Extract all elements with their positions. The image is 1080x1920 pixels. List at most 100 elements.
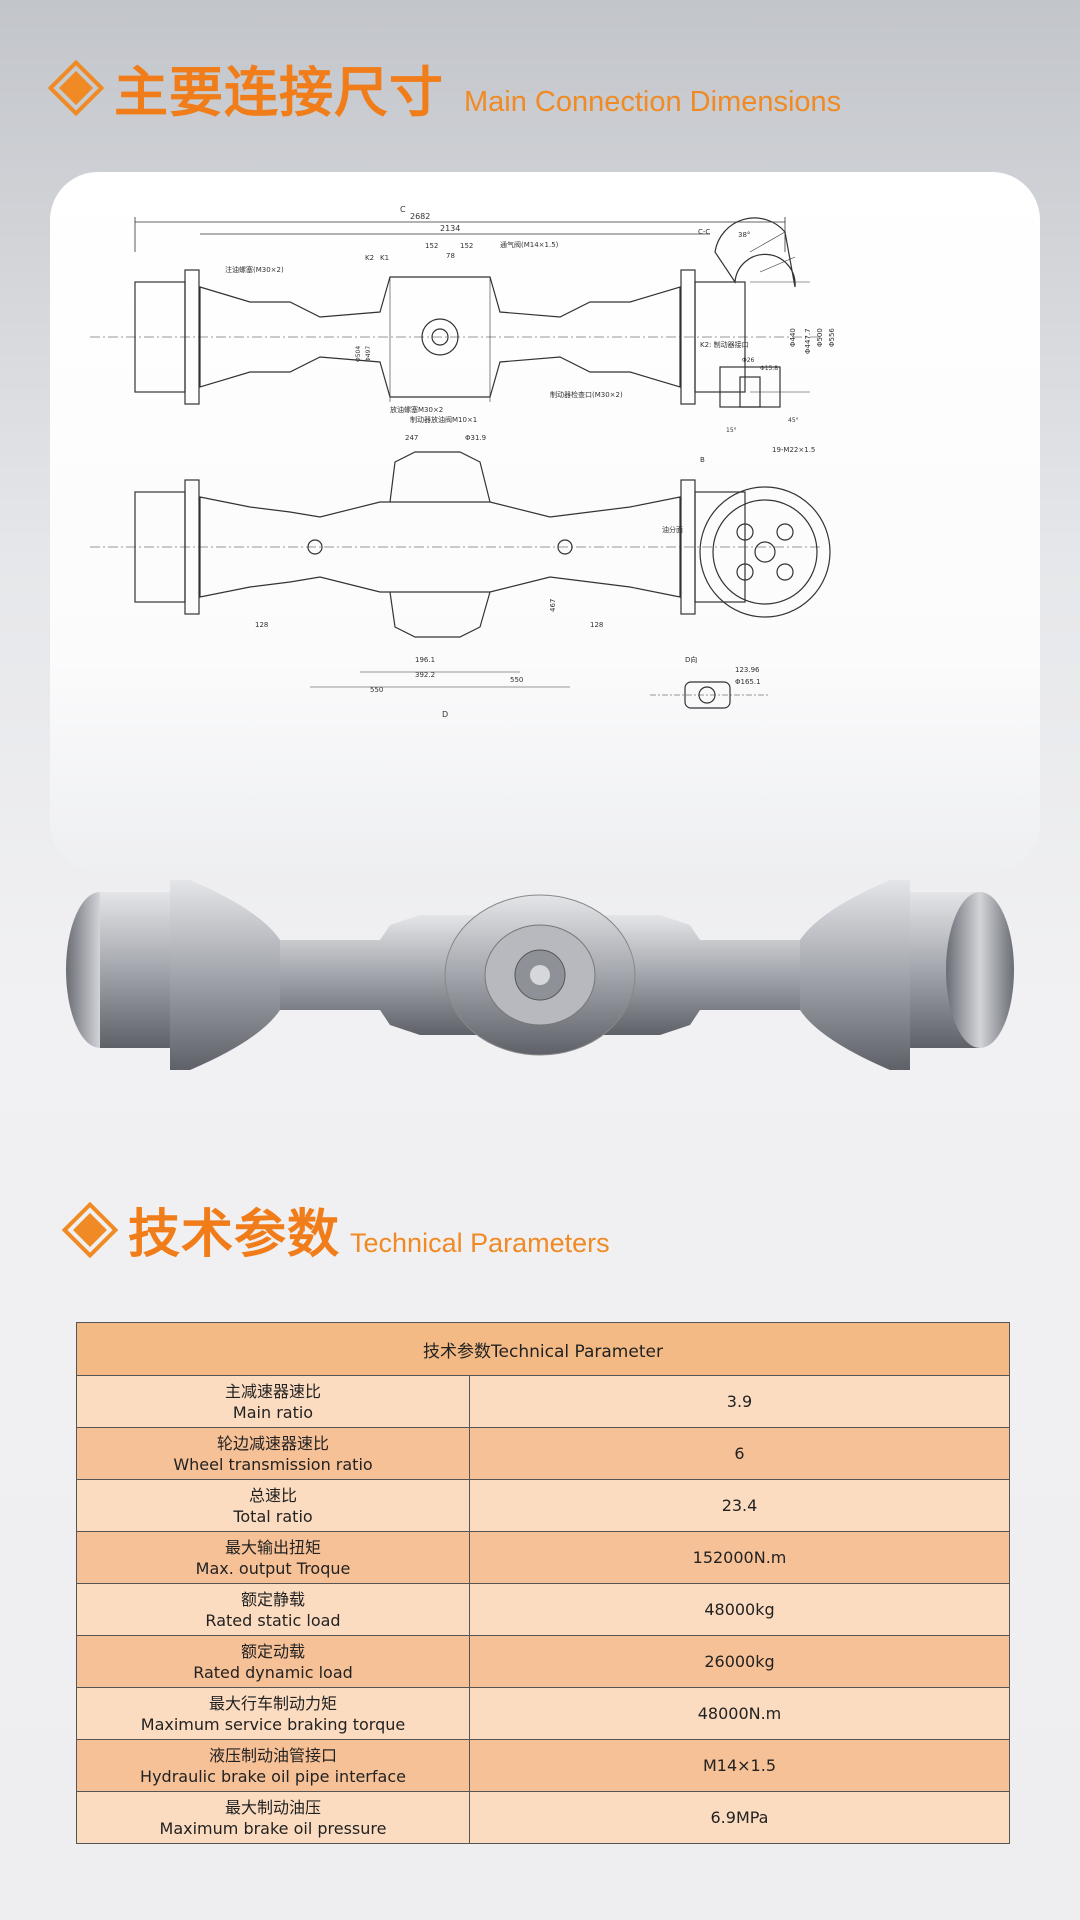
param-value: 6.9MPa xyxy=(469,1791,1010,1844)
section-heading-parameters: 技术参数 Technical Parameters xyxy=(61,1192,610,1267)
param-label-en: Total ratio xyxy=(233,1506,313,1526)
technical-drawing-card: 2682 2134 152 152 78 C Φ440 Φ447.7 Φ500 … xyxy=(50,172,1040,872)
dim-38deg: 38° xyxy=(738,231,750,239)
dim-phi556: Φ556 xyxy=(828,328,836,347)
param-value: 6 xyxy=(469,1427,1010,1480)
dim-123-96: 123.96 xyxy=(735,666,760,674)
technical-drawing: 2682 2134 152 152 78 C Φ440 Φ447.7 Φ500 … xyxy=(90,205,836,719)
label-k2-interface: K2: 制动器接口 xyxy=(700,340,749,349)
dim-550-b: 550 xyxy=(510,676,523,684)
param-label-cn: 额定动载 xyxy=(240,1641,305,1661)
dim-2134: 2134 xyxy=(440,224,460,233)
axle-top-view xyxy=(90,269,820,405)
axle-bottom-view xyxy=(90,451,820,638)
section-cc-detail xyxy=(714,217,796,288)
section-title-en: Technical Parameters xyxy=(350,1228,610,1258)
dim-467: 467 xyxy=(549,599,557,612)
drive-axle-image xyxy=(66,880,1014,1070)
label-b: B xyxy=(700,456,705,464)
dim-2682: 2682 xyxy=(410,212,430,221)
dim-phi31: Φ31.9 xyxy=(465,434,486,442)
label-brake-drain: 制动器放油阀M10×1 xyxy=(410,415,477,424)
label-oil-face: 油分面 xyxy=(662,525,683,534)
section-title-cn: 技术参数 xyxy=(128,1205,341,1265)
param-label-cn: 主减速器速比 xyxy=(224,1381,321,1401)
label-c: C xyxy=(400,205,406,214)
table-header: 技术参数Technical Parameter xyxy=(76,1322,1010,1376)
dim-247: 247 xyxy=(405,434,418,442)
label-fill-plug: 注油螺塞(M30×2) xyxy=(225,265,284,274)
param-value: 48000N.m xyxy=(469,1687,1010,1740)
dim-392: 392.2 xyxy=(415,671,435,679)
param-label-cn: 轮边减速器速比 xyxy=(216,1433,329,1453)
param-label-cn: 额定静载 xyxy=(240,1589,305,1609)
param-value: 23.4 xyxy=(469,1479,1010,1532)
param-label-cn: 总速比 xyxy=(248,1485,297,1505)
dim-152-a: 152 xyxy=(425,242,438,250)
label-cc: C-C xyxy=(698,228,710,236)
label-brake-check: 制动器检查口(M30×2) xyxy=(550,390,623,399)
dim-152-b: 152 xyxy=(460,242,473,250)
table-header-row: 技术参数Technical Parameter xyxy=(76,1322,1010,1376)
dim-128-a: 128 xyxy=(255,621,268,629)
dim-15deg: 15° xyxy=(726,427,737,434)
label-d-view: D向 xyxy=(685,655,697,664)
dim-phi504: Φ504 xyxy=(355,346,362,362)
param-label-en: Rated static load xyxy=(205,1610,341,1630)
param-label-en: Hydraulic brake oil pipe interface xyxy=(140,1766,406,1786)
dim-phi500: Φ500 xyxy=(816,328,824,347)
dim-phi26: Φ26 xyxy=(742,357,755,364)
label-k1: K1 xyxy=(380,254,389,262)
dim-196: 196.1 xyxy=(415,656,435,664)
param-label-en: Wheel transmission ratio xyxy=(173,1454,373,1474)
dim-phi165: Φ165.1 xyxy=(735,678,761,686)
section-k2-detail xyxy=(719,366,781,408)
param-value: M14×1.5 xyxy=(469,1739,1010,1792)
dim-128-b: 128 xyxy=(590,621,603,629)
label-k2: K2 xyxy=(365,254,374,262)
param-label-en: Maximum brake oil pressure xyxy=(159,1818,387,1838)
param-value: 152000N.m xyxy=(469,1531,1010,1584)
param-value: 3.9 xyxy=(469,1375,1010,1428)
dim-phi497: Φ497 xyxy=(365,346,372,362)
param-label-cn: 最大输出扭矩 xyxy=(224,1537,321,1557)
param-label-cn: 液压制动油管接口 xyxy=(208,1745,337,1765)
flange-b-view xyxy=(699,486,831,618)
dim-45deg: 45° xyxy=(788,417,799,424)
diamond-bullet-icon xyxy=(61,1201,119,1258)
dim-78: 78 xyxy=(446,252,455,260)
dim-phi447: Φ447.7 xyxy=(804,328,812,354)
flange-d-view xyxy=(650,681,770,709)
param-label-en: Main ratio xyxy=(232,1402,314,1422)
section-title-en: Main Connection Dimensions xyxy=(464,86,842,118)
param-value: 48000kg xyxy=(469,1583,1010,1636)
label-vent-valve: 通气阀(M14×1.5) xyxy=(500,240,559,249)
param-label-cn: 最大制动油压 xyxy=(224,1797,321,1817)
param-label-en: Max. output Troque xyxy=(195,1558,351,1578)
param-label-cn: 最大行车制动力矩 xyxy=(208,1693,337,1713)
dim-550-a: 550 xyxy=(370,686,383,694)
dim-phi440: Φ440 xyxy=(789,328,797,347)
param-value: 26000kg xyxy=(469,1635,1010,1688)
label-drain-plug: 放油螺塞M30×2 xyxy=(390,405,443,414)
param-label-en: Maximum service braking torque xyxy=(140,1714,406,1734)
